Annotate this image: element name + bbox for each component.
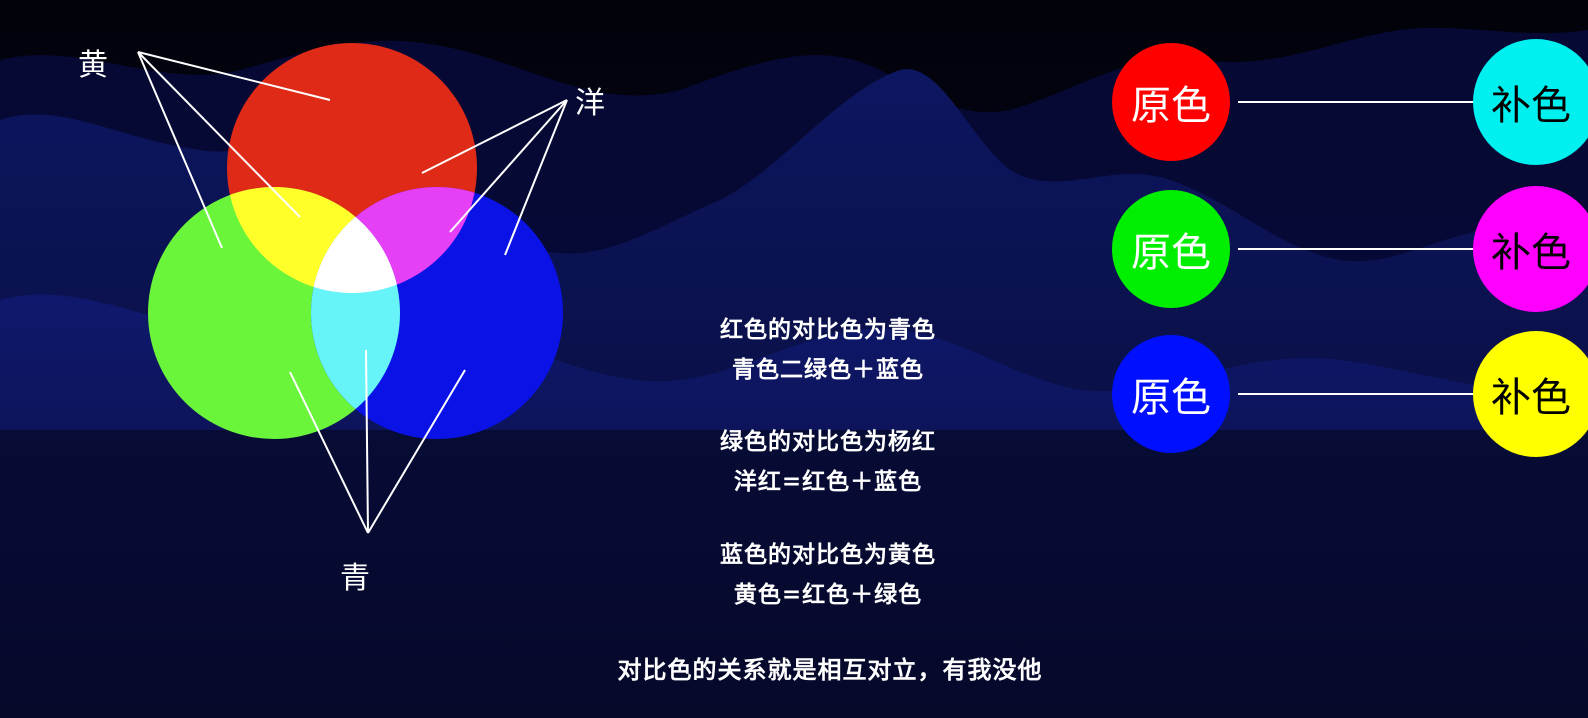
rgb-venn-diagram [148, 43, 563, 439]
yellow-label: 黄 [78, 48, 108, 83]
white-overlap [311, 187, 400, 293]
complement-label: 补色 [1491, 83, 1571, 129]
primary-label: 原色 [1131, 230, 1211, 276]
cyan-label: 青 [340, 561, 370, 596]
complement-label: 补色 [1491, 375, 1571, 421]
primary-circle-blue: 原色 [1112, 335, 1230, 453]
primary-label: 原色 [1131, 83, 1211, 129]
caption-red: 红色的对比色为青色 青色二绿色＋蓝色 [608, 310, 1048, 390]
yellow-pointer-2 [137, 51, 301, 218]
bottom-note: 对比色的关系就是相互对立，有我没他 [617, 656, 1043, 684]
complement-circle-magenta: 补色 [1473, 186, 1588, 312]
complement-circle-yellow: 补色 [1473, 331, 1588, 457]
pair-row-blue: 原色 补色 [1112, 331, 1588, 459]
complement-label: 补色 [1491, 230, 1571, 276]
yellow-pointer-1 [137, 51, 331, 101]
pair-row-red: 原色 补色 [1112, 39, 1588, 167]
caption-red-line2: 青色二绿色＋蓝色 [732, 357, 924, 383]
caption-blue-line1: 蓝色的对比色为黄色 [720, 542, 936, 568]
caption-red-line1: 红色的对比色为青色 [720, 317, 936, 343]
magenta-pointer-3 [504, 99, 568, 256]
cyan-pointer-3 [367, 369, 466, 534]
pair-connector [1238, 393, 1580, 395]
pointer-lines [137, 51, 568, 534]
pair-connector [1238, 248, 1580, 250]
caption-green-line2: 洋红=红色＋蓝色 [733, 469, 923, 495]
caption-blue-line2: 黄色=红色＋绿色 [733, 582, 923, 608]
caption-green: 绿色的对比色为杨红 洋红=红色＋蓝色 [608, 422, 1048, 502]
magenta-label: 洋 [575, 86, 605, 121]
caption-blue: 蓝色的对比色为黄色 黄色=红色＋绿色 [608, 535, 1048, 615]
cyan-pointer-1 [289, 371, 369, 534]
complement-circle-cyan: 补色 [1473, 39, 1588, 165]
primary-label: 原色 [1131, 375, 1211, 421]
cyan-pointer-2 [365, 349, 369, 534]
primary-circle-red: 原色 [1112, 43, 1230, 161]
pair-connector [1238, 101, 1580, 103]
yellow-pointer-3 [137, 51, 223, 249]
magenta-pointer-1 [421, 99, 568, 174]
pair-row-green: 原色 补色 [1112, 186, 1588, 314]
caption-green-line1: 绿色的对比色为杨红 [720, 429, 936, 455]
primary-circle-green: 原色 [1112, 190, 1230, 308]
magenta-pointer-2 [449, 99, 568, 233]
